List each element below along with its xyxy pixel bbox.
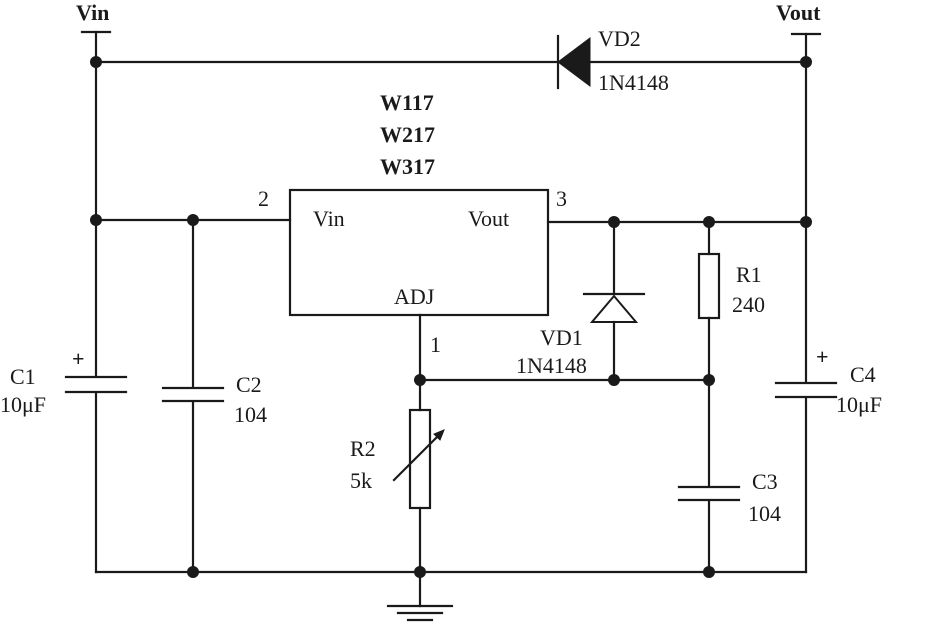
c2-ref-label: C2 <box>236 372 262 397</box>
capacitor-c3 <box>677 485 741 502</box>
c2-value-label: 104 <box>234 402 267 427</box>
junctions <box>90 56 812 578</box>
junction-dot <box>703 374 715 386</box>
c3-ref-label: C3 <box>752 469 778 494</box>
c4-ref-label: C4 <box>850 362 876 387</box>
vd2-value-label: 1N4148 <box>598 70 669 95</box>
ground-icon <box>386 604 454 622</box>
junction-dot <box>703 216 715 228</box>
ic-pin-number-2: 2 <box>258 186 269 211</box>
junction-dot <box>90 56 102 68</box>
r2-ref-label: R2 <box>350 436 376 461</box>
junction-dot <box>608 374 620 386</box>
regulator-model-2: W217 <box>380 122 435 147</box>
diode-vd2 <box>556 34 591 90</box>
r1-ref-label: R1 <box>736 262 762 287</box>
junction-dot <box>414 374 426 386</box>
junction-dot <box>800 216 812 228</box>
c3-value-label: 104 <box>748 501 781 526</box>
ic-pin-adj-label: ADJ <box>394 284 435 309</box>
variable-resistor-r2 <box>392 408 445 510</box>
capacitor-c1 <box>64 375 128 394</box>
c1-polarity-mark: + <box>72 346 85 371</box>
c4-polarity-mark: + <box>816 344 829 369</box>
ic-pin-vin-label: Vin <box>313 206 345 231</box>
vd2-ref-label: VD2 <box>598 26 641 51</box>
junction-dot <box>703 566 715 578</box>
wires <box>80 30 822 608</box>
junction-dot <box>187 566 199 578</box>
junction-dot <box>608 216 620 228</box>
regulator-model-1: W117 <box>380 90 434 115</box>
capacitor-c4 <box>774 381 838 399</box>
r1-value-label: 240 <box>732 292 765 317</box>
regulator-model-3: W317 <box>380 154 435 179</box>
junction-dot <box>187 214 199 226</box>
r2-value-label: 5k <box>350 468 372 493</box>
vd1-value-label: 1N4148 <box>516 353 587 378</box>
vin-terminal-label: Vin <box>76 0 109 25</box>
regulator-ic <box>288 188 550 317</box>
c1-ref-label: C1 <box>10 364 36 389</box>
diode-vd1 <box>582 292 646 323</box>
resistor-r1 <box>697 252 721 320</box>
capacitor-c2 <box>161 386 225 403</box>
junction-dot <box>414 566 426 578</box>
ic-pin-vout-label: Vout <box>468 206 509 231</box>
ic-pin-number-1: 1 <box>430 332 441 357</box>
vd1-ref-label: VD1 <box>540 325 583 350</box>
c4-value-label: 10μF <box>836 392 882 417</box>
ic-pin-number-3: 3 <box>556 186 567 211</box>
c1-value-label: 10μF <box>0 392 46 417</box>
vout-terminal-label: Vout <box>776 0 821 25</box>
junction-dot <box>800 56 812 68</box>
junction-dot <box>90 214 102 226</box>
